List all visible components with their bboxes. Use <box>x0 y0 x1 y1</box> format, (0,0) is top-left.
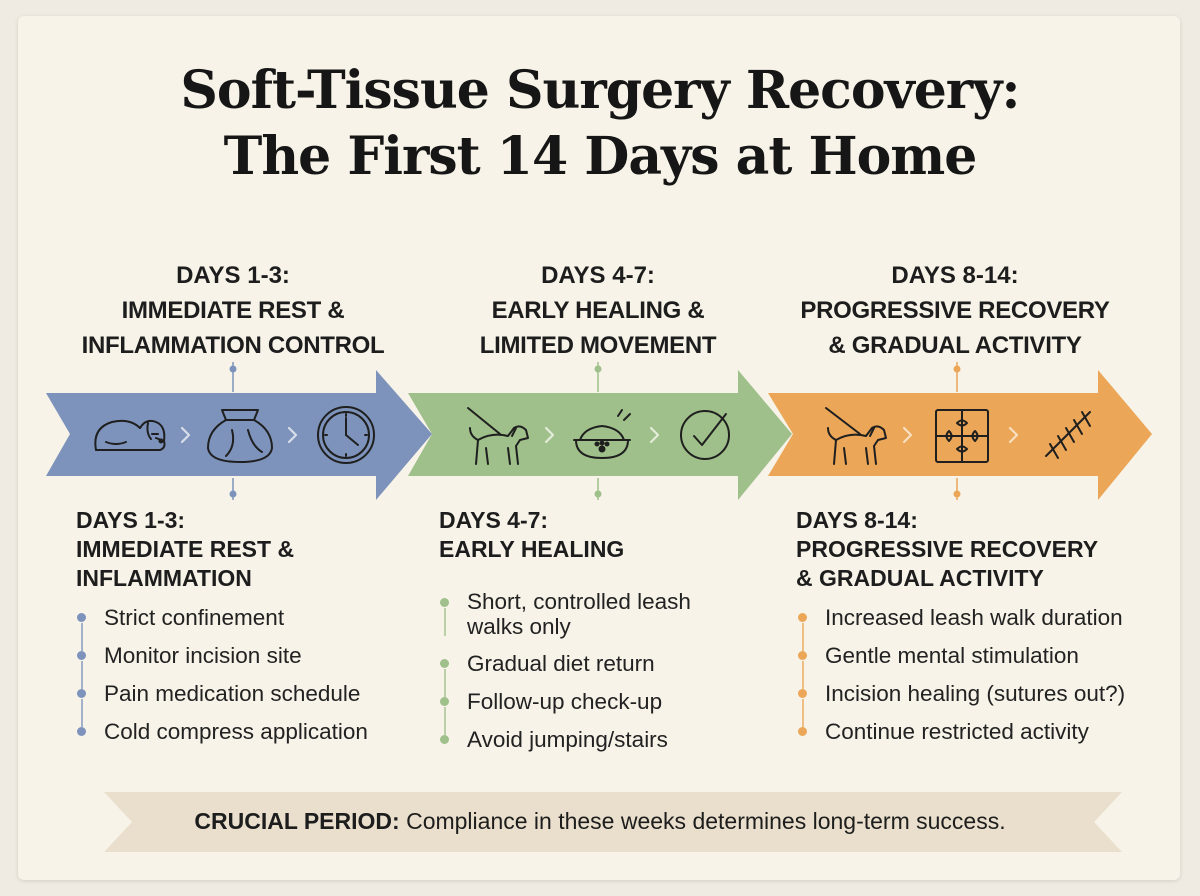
checkmark-icon <box>680 410 730 460</box>
phase-3-section-title: DAYS 8-14: PROGRESSIVE RECOVERY & GRADUA… <box>796 506 1098 593</box>
phase-3-header-line-2: & GRADUAL ACTIVITY <box>828 332 1082 359</box>
phase-2-section-line-1: EARLY HEALING <box>439 536 625 562</box>
chevron-right-icon <box>180 426 191 444</box>
food-bowl-icon <box>573 409 631 459</box>
title-line-2: The First 14 Days at Home <box>223 126 978 187</box>
phase-2-header-line-1: EARLY HEALING & <box>491 297 705 324</box>
phase-2-section-title: DAYS 4-7: EARLY HEALING <box>439 506 624 564</box>
phase-2-section-days: DAYS 4-7: <box>439 507 549 533</box>
ice-pack-icon <box>207 409 273 463</box>
banner-text: Compliance in these weeks determines lon… <box>399 808 1006 834</box>
chevron-right-icon <box>902 426 913 444</box>
list-item: Short, controlled leash walks only <box>437 589 727 639</box>
phase-1-header: DAYS 1-3: IMMEDIATE REST & INFLAMMATION … <box>43 258 423 363</box>
title-line-1: Soft-Tissue Surgery Recovery: <box>180 60 1020 121</box>
list-item: Cold compress application <box>74 718 368 745</box>
chevron-right-icon <box>1008 426 1019 444</box>
list-item: Gentle mental stimulation <box>795 642 1125 689</box>
phase-1-header-days: DAYS 1-3: <box>176 262 290 289</box>
list-item: Strict confinement <box>74 604 368 651</box>
list-item: Gradual diet return <box>437 650 727 697</box>
phase-2-header-days: DAYS 4-7: <box>541 262 655 289</box>
chevron-right-icon <box>649 426 660 444</box>
phase-1-header-line-1: IMMEDIATE REST & <box>121 297 345 324</box>
sleeping-dog-icon <box>94 419 166 451</box>
phase-1-section-line-2: INFLAMMATION <box>76 565 252 591</box>
phase-3-connector-top-dot <box>953 365 961 373</box>
list-item: Increased leash walk duration <box>795 604 1125 651</box>
phase-2-header: DAYS 4-7: EARLY HEALING & LIMITED MOVEME… <box>408 258 788 363</box>
list-item: Monitor incision site <box>74 642 368 689</box>
phase-1-chevrons <box>180 426 298 444</box>
list-item: Incision healing (sutures out?) <box>795 680 1125 727</box>
phase-2-arrow <box>408 370 792 500</box>
dog-on-leash-icon <box>467 407 529 465</box>
phase-3-section-days: DAYS 8-14: <box>796 507 918 533</box>
phase-3-header-line-1: PROGRESSIVE RECOVERY <box>800 297 1110 324</box>
clock-icon <box>317 406 375 464</box>
phase-1-connector-top-dot <box>229 365 237 373</box>
phase-3-checklist: Increased leash walk duration Gentle men… <box>795 604 1125 756</box>
banner-message: CRUCIAL PERIOD: Compliance in these week… <box>0 806 1200 836</box>
chevron-right-icon <box>287 426 298 444</box>
phase-2-chevrons <box>544 426 660 444</box>
banner-ribbon <box>104 792 1122 852</box>
puzzle-icon <box>935 409 989 463</box>
phase-2-checklist: Short, controlled leash walks only Gradu… <box>437 589 727 764</box>
list-item: Follow-up check-up <box>437 688 727 735</box>
phase-3-header: DAYS 8-14: PROGRESSIVE RECOVERY & GRADUA… <box>765 258 1145 363</box>
phase-1-connector-bottom-dot <box>229 490 237 498</box>
phase-3-section-line-1: PROGRESSIVE RECOVERY <box>796 536 1099 562</box>
phase-1-section-days: DAYS 1-3: <box>76 507 186 533</box>
sutured-incision-icon <box>1045 411 1091 459</box>
phase-2-connector-top-dot <box>594 365 602 373</box>
connectors <box>229 362 961 500</box>
chevron-right-icon <box>544 426 555 444</box>
phase-1-section-line-1: IMMEDIATE REST & <box>76 536 295 562</box>
page-title: Soft-Tissue Surgery Recovery: The First … <box>0 58 1200 190</box>
phase-1-arrow <box>46 370 432 500</box>
phase-1-header-line-2: INFLAMMATION CONTROL <box>81 332 385 359</box>
phase-3-header-days: DAYS 8-14: <box>891 262 1019 289</box>
phase-2-connector-bottom-dot <box>594 490 602 498</box>
dog-on-leash-icon <box>825 407 887 465</box>
list-item: Pain medication schedule <box>74 680 368 727</box>
phase-1-section-title: DAYS 1-3: IMMEDIATE REST & INFLAMMATION <box>76 506 294 593</box>
phase-3-connector-bottom-dot <box>953 490 961 498</box>
phase-3-chevrons <box>902 426 1019 444</box>
banner-label: CRUCIAL PERIOD: <box>194 808 400 834</box>
list-item: Avoid jumping/stairs <box>437 726 727 753</box>
phase-2-header-line-2: LIMITED MOVEMENT <box>479 332 717 359</box>
phase-3-section-line-2: & GRADUAL ACTIVITY <box>796 565 1044 591</box>
list-item: Continue restricted activity <box>795 718 1125 745</box>
phase-1-checklist: Strict confinement Monitor incision site… <box>74 604 368 756</box>
